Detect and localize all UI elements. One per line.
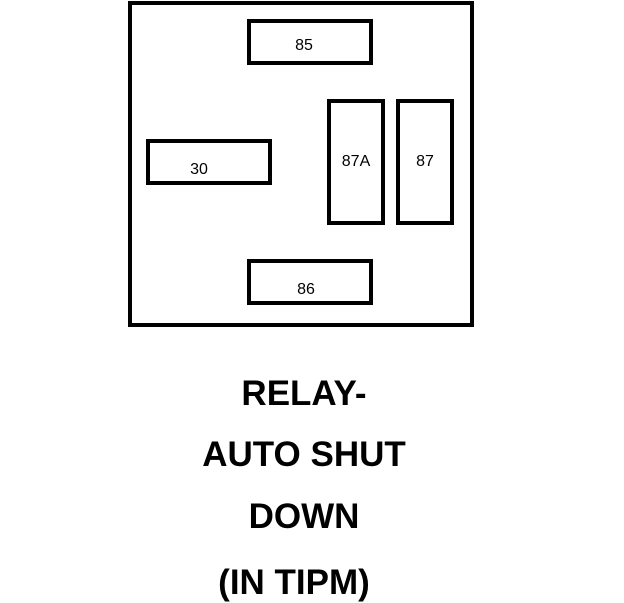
terminal-85: 85	[247, 19, 373, 65]
caption-line-4: (IN TIPM)	[218, 563, 370, 602]
terminal-87: 87	[396, 99, 454, 225]
terminal-86-label: 86	[297, 281, 315, 298]
caption-line-1: RELAY-	[241, 374, 367, 413]
terminal-87a-label: 87A	[341, 153, 371, 170]
terminal-30-label: 30	[190, 161, 208, 178]
terminal-30: 30	[146, 139, 272, 185]
relay-body-outline	[128, 1, 474, 327]
terminal-86: 86	[247, 259, 373, 305]
terminal-87a: 87A	[327, 99, 385, 225]
terminal-85-label: 85	[295, 37, 313, 54]
terminal-87-label: 87	[416, 153, 434, 170]
caption-line-3: DOWN	[248, 497, 360, 536]
caption-line-2: AUTO SHUT	[202, 435, 406, 474]
